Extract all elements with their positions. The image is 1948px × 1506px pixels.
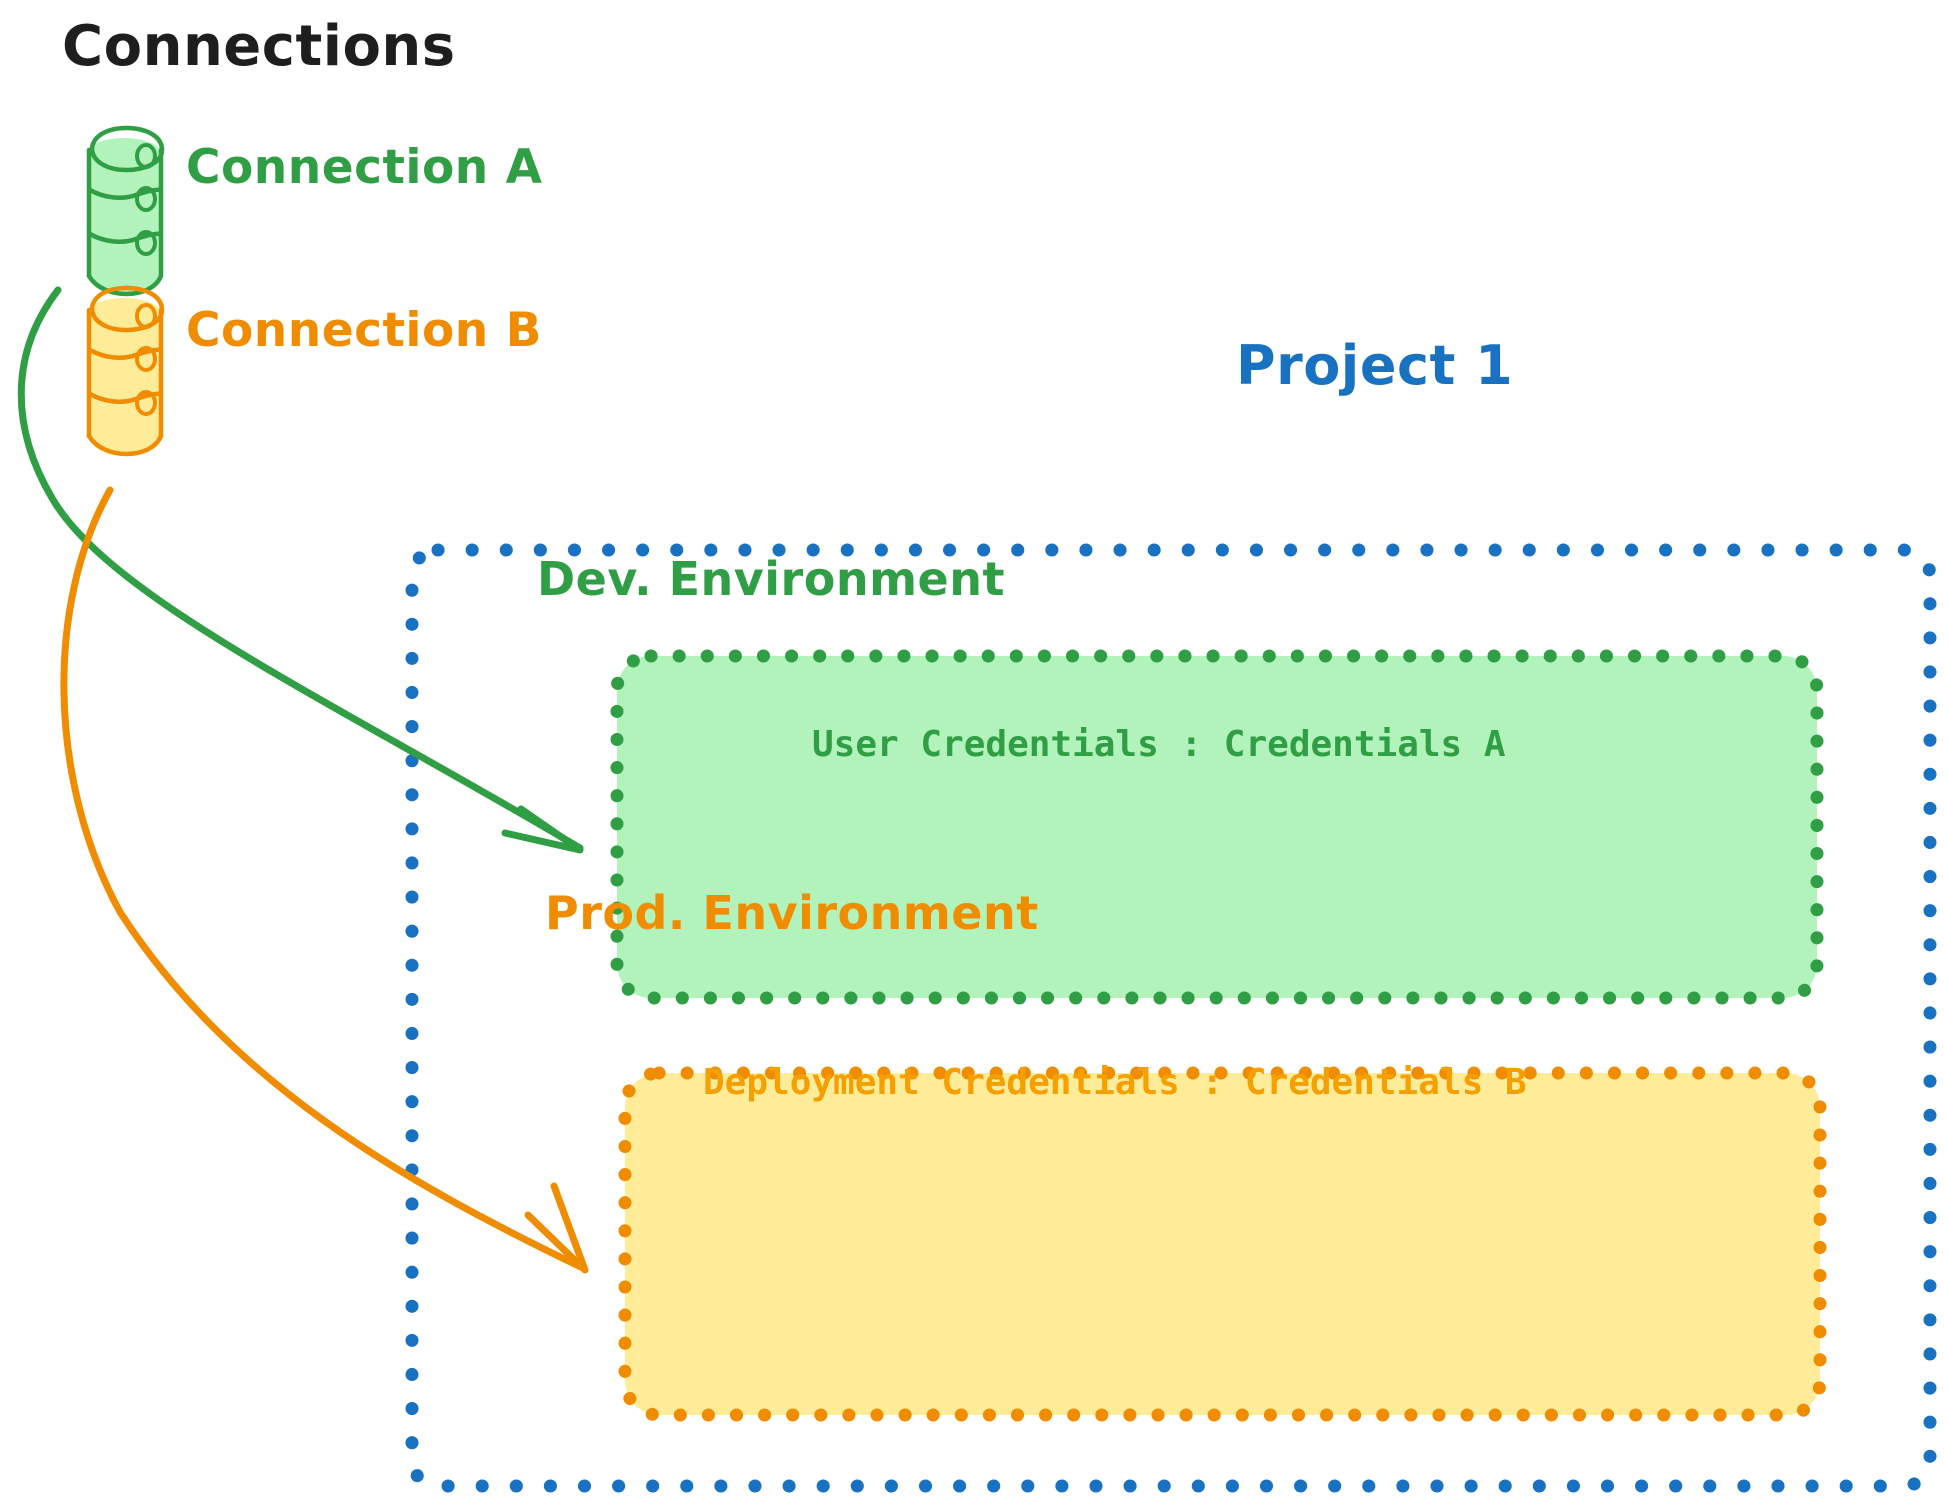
cylinder-b-led-3 xyxy=(135,390,157,416)
cylinder-a-body-fill xyxy=(88,152,160,296)
arrow-b-curve xyxy=(60,486,587,1272)
project-dotted-border xyxy=(405,543,1937,1493)
cylinder-b-body-fill xyxy=(88,312,160,456)
connections-section-title: Connections xyxy=(62,14,456,79)
arrow-b-head xyxy=(524,1182,589,1274)
prod-environment-title: Prod. Environment xyxy=(545,886,1039,940)
cylinder-b-led-1 xyxy=(135,303,157,329)
dev-environment-fill xyxy=(617,656,1817,998)
cylinder-a-led-3 xyxy=(135,230,157,256)
dev-environment-box[interactable] xyxy=(610,649,1824,1005)
prod-environment-credentials: Deployment Credentials : Credentials B xyxy=(703,1062,1527,1103)
project-container[interactable] xyxy=(405,543,1937,1493)
arrow-connection-a-to-dev xyxy=(17,286,584,854)
cylinder-a-led-1 xyxy=(135,143,157,169)
cylinder-a-bottom-curve xyxy=(86,273,164,297)
dev-environment-dotted-border xyxy=(610,649,1824,1005)
prod-environment-fill xyxy=(625,1073,1820,1415)
cylinder-b-led-2 xyxy=(135,346,157,372)
cylinder-a-led-2 xyxy=(135,186,157,212)
dev-environment-credentials: User Credentials : Credentials A xyxy=(812,724,1506,765)
database-cylinder-icon-connection-b[interactable] xyxy=(86,285,165,457)
dev-environment-title: Dev. Environment xyxy=(537,552,1005,606)
connection-b-label[interactable]: Connection B xyxy=(186,303,542,358)
connection-a-label[interactable]: Connection A xyxy=(186,140,543,195)
prod-environment-box[interactable] xyxy=(618,1066,1827,1422)
arrow-a-head xyxy=(501,805,584,854)
cylinder-b-bottom-curve xyxy=(86,433,164,457)
project-title: Project 1 xyxy=(1236,334,1514,397)
prod-environment-dotted-border xyxy=(618,1066,1827,1422)
arrow-a-curve xyxy=(17,286,584,852)
arrow-connection-b-to-prod xyxy=(60,486,589,1274)
database-cylinder-icon-connection-a[interactable] xyxy=(86,125,165,297)
